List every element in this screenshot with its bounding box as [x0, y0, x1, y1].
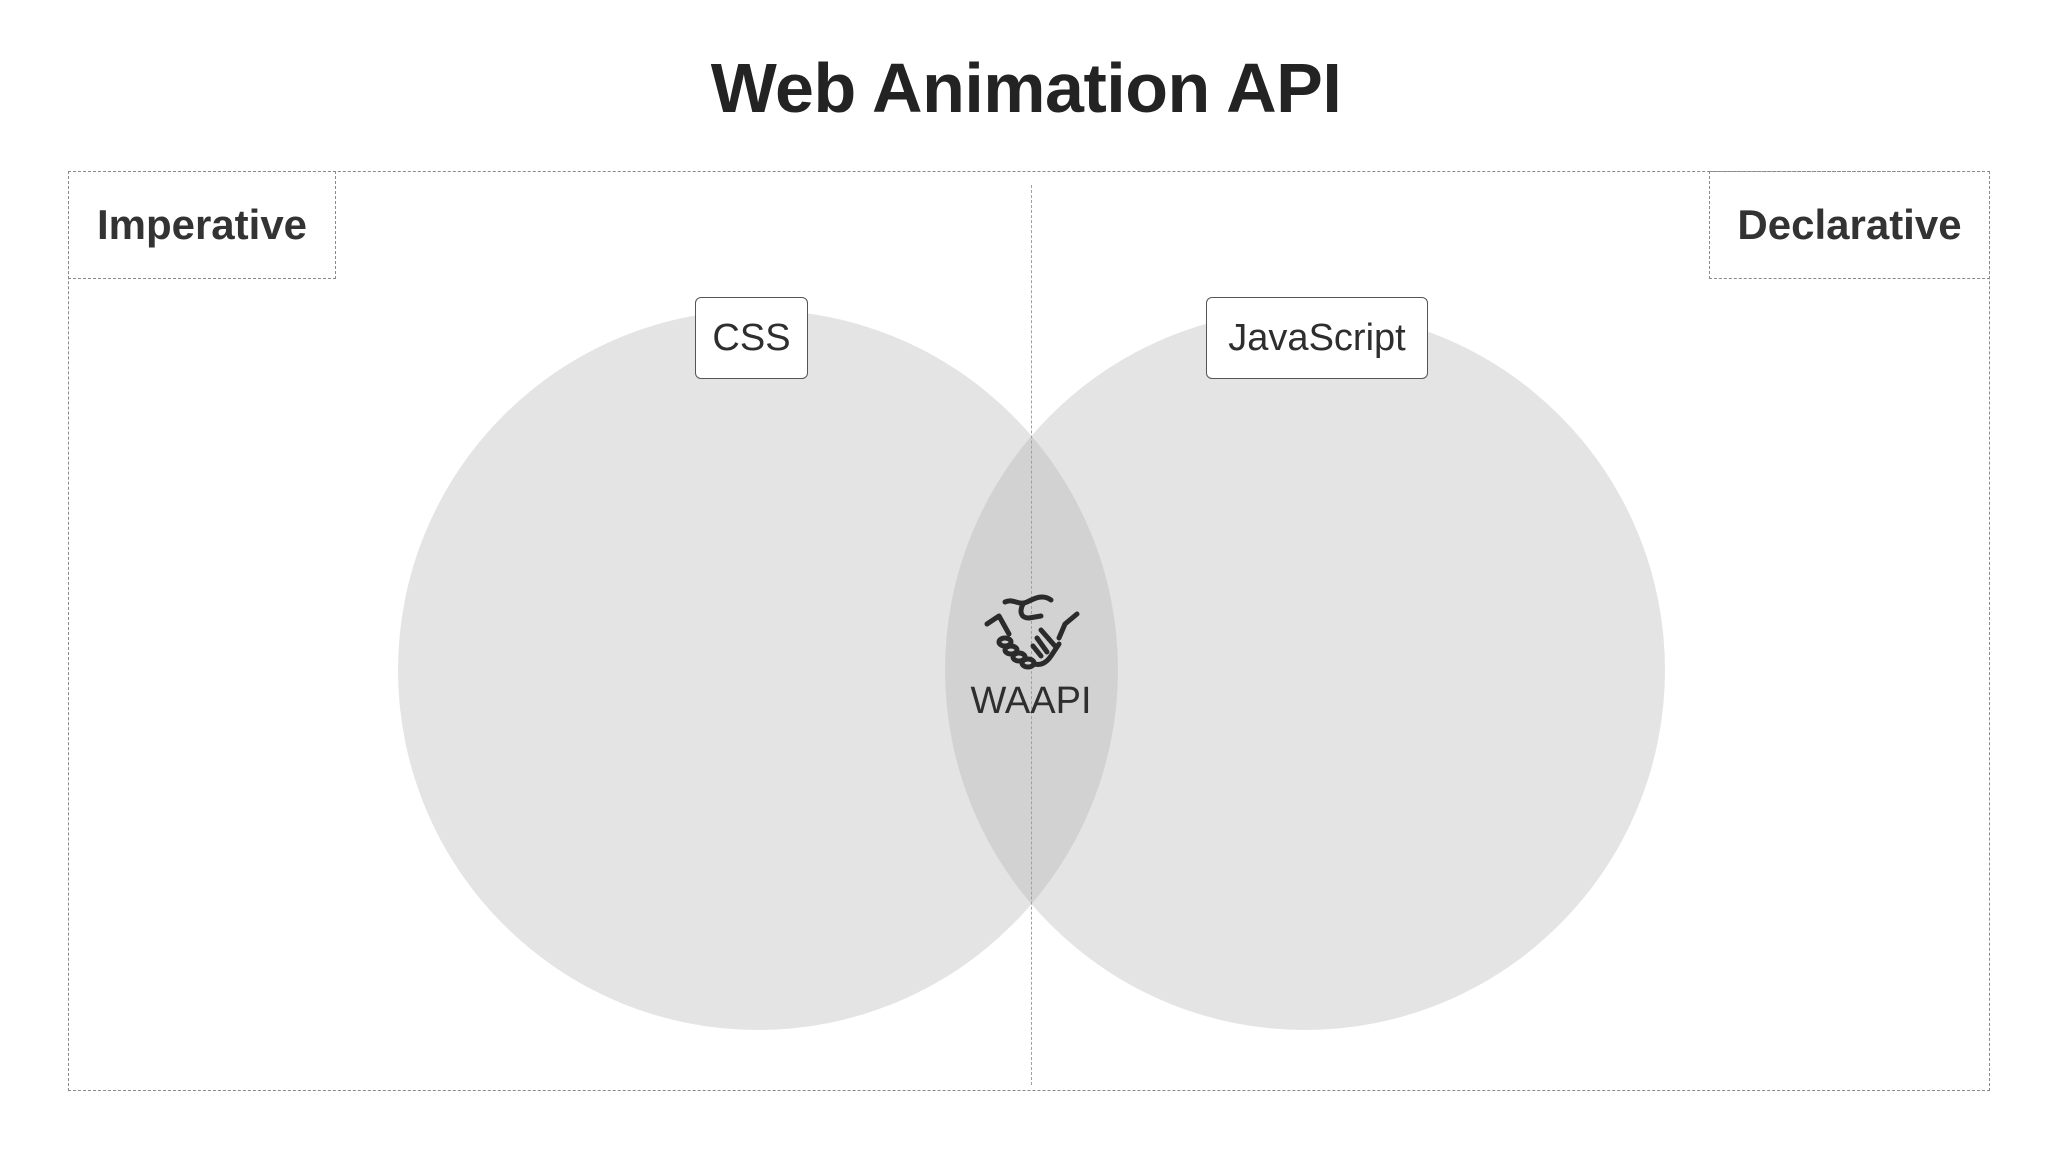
css-circle [398, 310, 1118, 1030]
waapi-label: WAAPI [970, 680, 1092, 722]
imperative-label: Imperative [68, 171, 336, 279]
center-divider [1031, 185, 1032, 1085]
diagram-frame [68, 171, 1990, 1091]
javascript-label: JavaScript [1206, 297, 1428, 379]
handshake-icon [983, 590, 1081, 672]
declarative-label: Declarative [1709, 171, 1990, 279]
javascript-circle [945, 310, 1665, 1030]
page-title: Web Animation API [710, 49, 1342, 127]
css-label: CSS [695, 297, 808, 379]
